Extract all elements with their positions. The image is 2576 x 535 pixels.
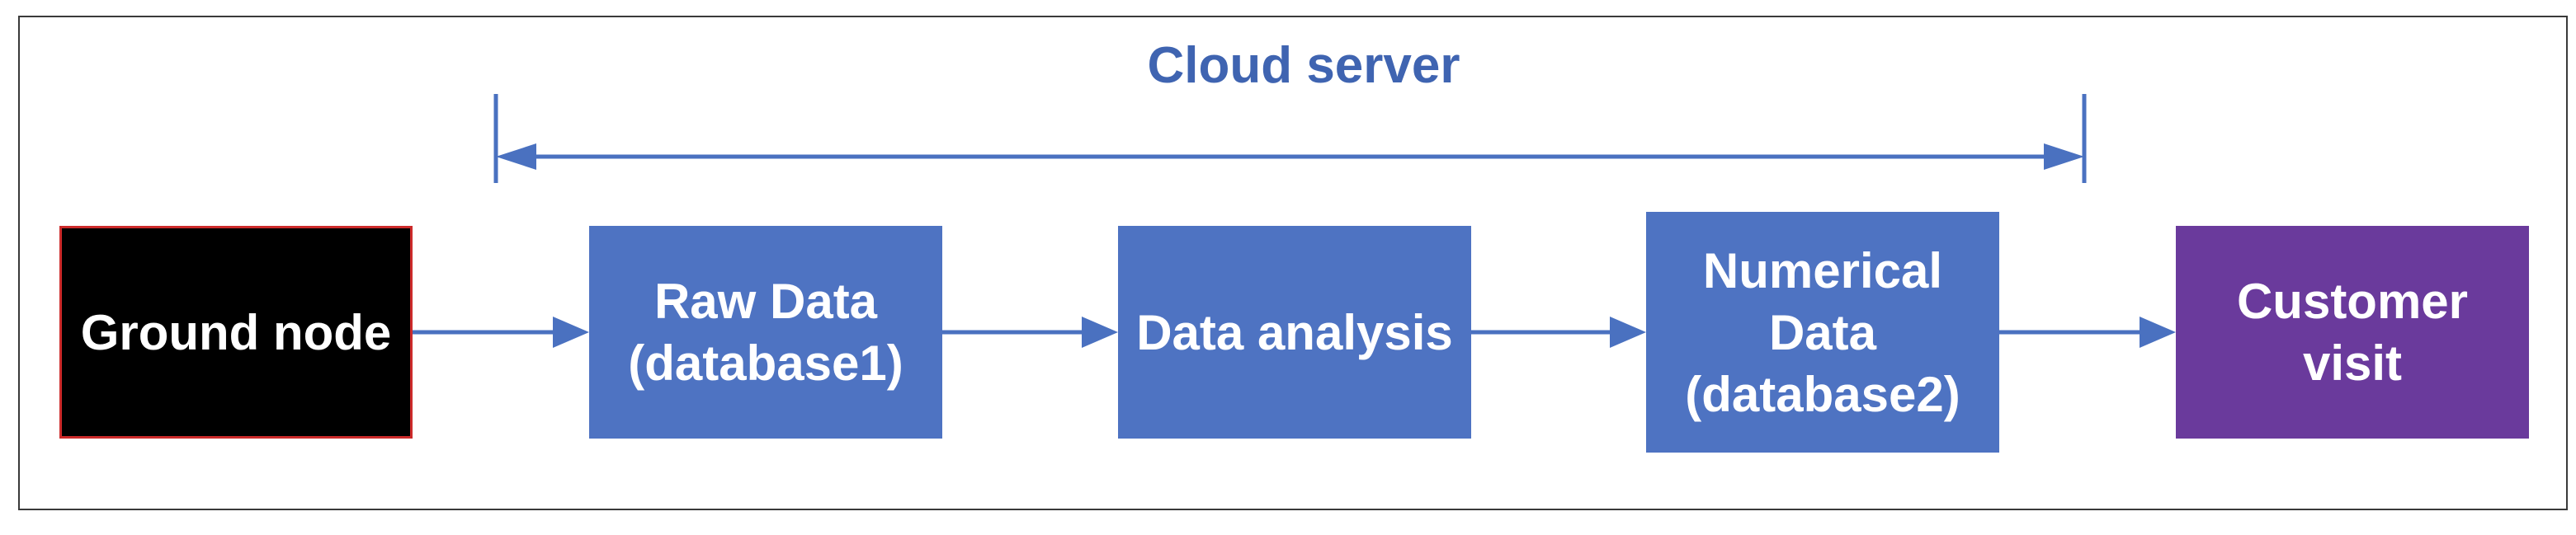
arrow-raw-to-analysis-head: [1082, 317, 1118, 348]
arrow-ground-to-raw-head: [553, 317, 589, 348]
ground-node-box: Ground node: [59, 226, 413, 439]
data-analysis-box: Data analysis: [1118, 226, 1471, 439]
cloud-server-label: Cloud server: [1147, 37, 1460, 94]
arrow-numerical-to-customer-head: [2140, 317, 2176, 348]
diagram-frame: [18, 16, 2568, 510]
cloud-bracket-arrowhead-right: [2044, 143, 2084, 170]
cloud-bracket-arrowhead-left: [496, 143, 536, 170]
raw-data-box: Raw Data (database1): [589, 226, 942, 439]
arrow-analysis-to-numerical-head: [1610, 317, 1646, 348]
numerical-data-box: Numerical Data (database2): [1646, 212, 1999, 453]
customer-visit-box: Customer visit: [2176, 226, 2529, 439]
